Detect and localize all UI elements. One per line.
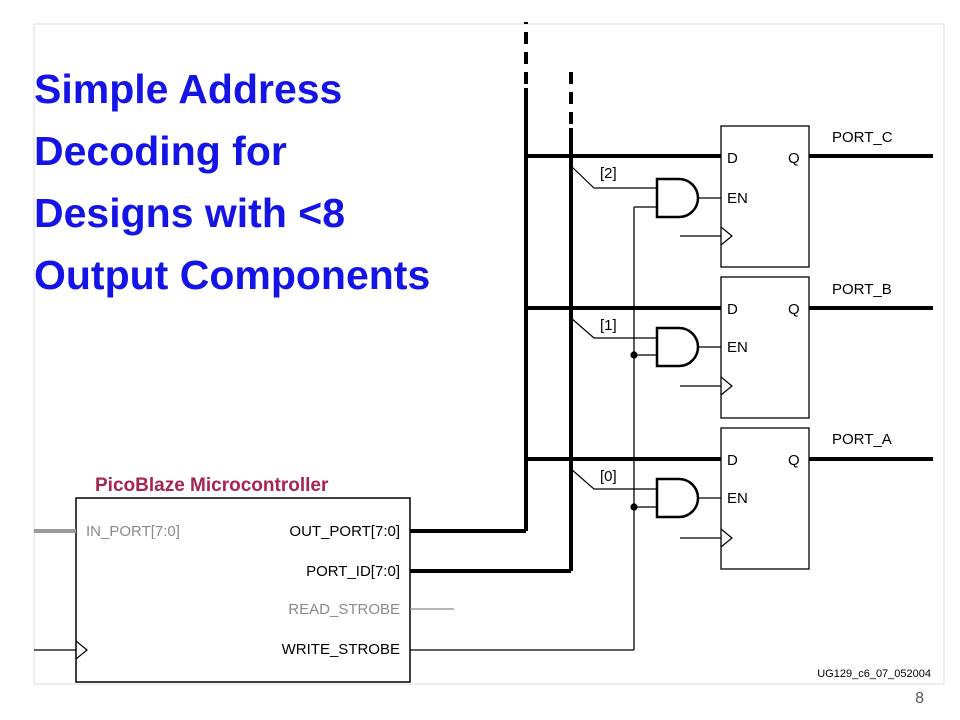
title-line-2: Decoding for — [34, 128, 287, 174]
clock-input-triangle — [75, 640, 88, 660]
ff-b-en-pin: EN — [727, 339, 748, 356]
select-bit-wire-b — [570, 317, 657, 339]
junction-dot-a — [630, 503, 638, 511]
write-strobe-label: WRITE_STROBE — [282, 641, 400, 658]
flip-flop-b — [720, 276, 810, 419]
clock-triangle-c — [720, 226, 733, 246]
register-stage-port-a: [0] D Q EN PORT_A — [526, 427, 933, 570]
select-bit-label-b: [1] — [600, 317, 617, 334]
and-gate-c — [655, 177, 700, 219]
select-bit-label-c: [2] — [600, 165, 617, 182]
title-line-3: Designs with <8 — [34, 190, 346, 236]
ff-b-q-pin: Q — [788, 301, 800, 318]
ff-c-q-pin: Q — [788, 150, 800, 167]
slide-frame — [33, 23, 945, 685]
title-line-1: Simple Address — [34, 66, 343, 112]
microcontroller-block — [75, 497, 411, 683]
clock-triangle-b — [720, 376, 733, 396]
ff-c-d-pin: D — [727, 150, 738, 167]
select-bit-wire-a — [570, 468, 657, 490]
ff-a-d-pin: D — [727, 452, 738, 469]
register-stage-port-c: [2] D Q EN PORT_C — [526, 125, 933, 268]
output-label-port-b: PORT_B — [832, 281, 892, 298]
output-label-port-c: PORT_C — [832, 129, 893, 146]
and-gate-a — [655, 477, 700, 519]
in-port-label: IN_PORT[7:0] — [86, 523, 180, 540]
title-line-4: Output Components — [34, 252, 431, 298]
ff-a-en-pin: EN — [727, 490, 748, 507]
clock-triangle-a — [720, 528, 733, 548]
output-label-port-a: PORT_A — [832, 431, 892, 448]
read-strobe-label: READ_STROBE — [288, 601, 400, 618]
junction-dot-b — [630, 351, 638, 359]
register-stage-port-b: [1] D Q EN PORT_B — [526, 276, 933, 419]
out-port-label: OUT_PORT[7:0] — [289, 523, 400, 540]
flip-flop-c — [720, 125, 810, 268]
select-bit-wire-c — [570, 165, 657, 189]
page-number: 8 — [915, 690, 924, 707]
flip-flop-a — [720, 427, 810, 570]
port-id-label: PORT_ID[7:0] — [306, 563, 400, 580]
microcontroller-title: PicoBlaze Microcontroller — [95, 475, 329, 496]
and-gate-b — [655, 326, 700, 368]
slide-title: Simple Address Decoding for Designs with… — [34, 58, 514, 306]
select-bit-label-a: [0] — [600, 468, 617, 485]
figure-id: UG129_c6_07_052004 — [817, 668, 931, 680]
ff-b-d-pin: D — [727, 301, 738, 318]
ff-c-en-pin: EN — [727, 190, 748, 207]
ff-a-q-pin: Q — [788, 452, 800, 469]
